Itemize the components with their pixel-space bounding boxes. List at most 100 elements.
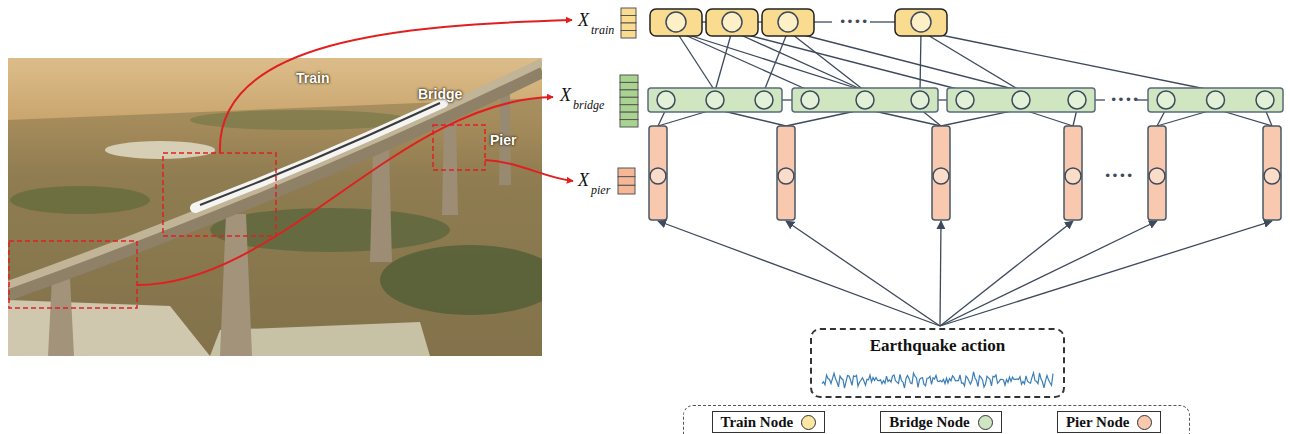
- train-node-circle: [911, 12, 931, 32]
- feature-cell: [618, 177, 635, 186]
- train-bridge-link: [732, 31, 965, 91]
- train-node-circle: [778, 12, 798, 32]
- feature-symbol: X: [578, 170, 589, 190]
- legend-label: Train Node: [721, 413, 794, 431]
- feature-symbol: X: [578, 10, 589, 30]
- ellipsis-mark: ····: [839, 9, 868, 33]
- legend-label: Pier Node: [1066, 413, 1129, 431]
- pier-node-bar: [932, 126, 950, 220]
- feature-cell: [620, 112, 638, 119]
- train-bridge-link: [920, 31, 921, 91]
- photo-label: Bridge: [418, 86, 462, 102]
- train-feature-arrow: [220, 20, 572, 153]
- bridge-photo: [8, 58, 542, 356]
- bridge-node-circle: [657, 91, 675, 109]
- feature-cell: [620, 75, 638, 82]
- photo-deck-top: [8, 62, 542, 285]
- train-bridge-link: [732, 31, 865, 91]
- train-bridge-link: [764, 31, 788, 91]
- pier-node-bar: [1064, 126, 1082, 220]
- train-node-box: [650, 9, 702, 36]
- photo-water: [8, 300, 210, 356]
- pier-node-bar: [1148, 126, 1166, 220]
- bridge-node-circle: [1068, 91, 1086, 109]
- bridge-node-band: [1148, 88, 1283, 112]
- photo-pond: [105, 141, 215, 159]
- bridge-node-band: [792, 88, 938, 112]
- bridge-feature-arrow: [137, 97, 553, 285]
- bridge-node-circle: [1012, 91, 1030, 109]
- ellipsis-mark: ····: [1104, 163, 1133, 187]
- node-label: Earthquake action: [812, 330, 1063, 356]
- earthquake-arrow: [658, 221, 940, 326]
- pier-node-circle: [933, 168, 949, 184]
- bridge-node-circle: [1256, 91, 1274, 109]
- train-bridge-link: [715, 31, 732, 91]
- earthquake-waveform: [822, 372, 1053, 388]
- legend-swatch: [1137, 415, 1152, 430]
- bridge-node-circle: [856, 91, 874, 109]
- photo-pier: [442, 118, 458, 215]
- feature-cell: [618, 168, 635, 177]
- pier-feature-arrow: [485, 160, 573, 181]
- feature-cell: [620, 90, 638, 97]
- pier-node-circle: [1149, 168, 1165, 184]
- feature-subscript: pier: [591, 183, 610, 197]
- ellipsis-mark: ····: [1110, 87, 1139, 111]
- bridge-chain-link: [782, 99, 792, 100]
- train-bridge-link: [921, 31, 1021, 91]
- feature-cell: [621, 8, 636, 16]
- bridge-node-circle: [911, 91, 929, 109]
- bridge-node-band: [648, 88, 782, 112]
- earthquake-arrow: [940, 221, 1073, 326]
- feature-cell: [620, 120, 638, 127]
- train-bridge-link: [788, 31, 1021, 91]
- earthquake-arrow: [940, 221, 1272, 326]
- feature-cell: [620, 97, 638, 104]
- train-node-box: [895, 9, 947, 36]
- earthquake-arrow: [940, 221, 1157, 326]
- train-bridge-link: [788, 31, 865, 91]
- pier-region-box: [433, 125, 485, 170]
- earthquake-arrow: [786, 221, 940, 326]
- bridge-node-circle: [755, 91, 773, 109]
- pier-node-bar: [1263, 126, 1281, 220]
- feature-cell: [618, 185, 635, 194]
- graph-links: [658, 22, 1272, 326]
- legend-swatch: [978, 415, 993, 430]
- photo-field: [380, 245, 542, 315]
- pier-node-circle: [650, 168, 666, 184]
- train-chain-link: [814, 21, 832, 22]
- train-chain-link: [870, 21, 895, 22]
- legend-box: Train Node Bridge Node Pier Node: [683, 405, 1190, 434]
- pier-node-bar: [777, 126, 795, 220]
- legend-entry: Pier Node: [1057, 411, 1161, 433]
- legend-entry: Bridge Node: [880, 411, 1001, 433]
- photo-train-windows: [200, 103, 440, 205]
- photo-label: Pier: [490, 132, 516, 148]
- train-node-box: [762, 9, 814, 36]
- train-bridge-link: [676, 31, 810, 91]
- bridge-node-circle: [1207, 91, 1225, 109]
- train-node-box: [706, 9, 758, 36]
- bridge-node-circle: [801, 91, 819, 109]
- earthquake-arrow: [940, 221, 941, 326]
- photo-field: [10, 186, 150, 214]
- feature-cell: [620, 105, 638, 112]
- legend-entry: Train Node: [712, 411, 826, 433]
- earthquake-box: Earthquake action: [810, 328, 1065, 398]
- train-node-circle: [666, 12, 686, 32]
- bridge-node-circle: [956, 91, 974, 109]
- feature-subscript: bridge: [573, 98, 604, 112]
- pier-node-circle: [1065, 168, 1081, 184]
- bridge-node-circle: [706, 91, 724, 109]
- bridge-region-box: [9, 241, 137, 308]
- feature-vectors: [618, 8, 638, 194]
- photo-pier: [48, 278, 74, 356]
- bridge-chain-link: [1095, 99, 1105, 100]
- train-region-box: [163, 153, 276, 236]
- train-bridge-link: [676, 31, 865, 91]
- bridge-node-circle: [1157, 91, 1175, 109]
